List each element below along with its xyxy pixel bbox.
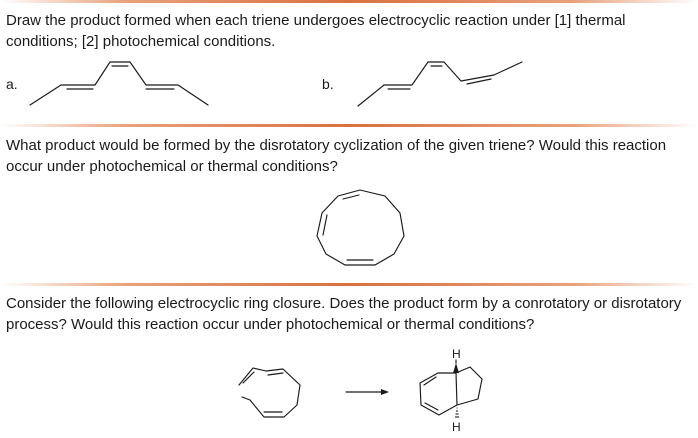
reaction-arrow-head	[381, 389, 389, 395]
hydrogen-label-bottom: H	[452, 420, 461, 434]
question-1-text: Draw the product formed when each triene…	[6, 12, 626, 50]
cyclic-triene-structure	[316, 189, 405, 266]
question-3-text: Consider the following electrocyclic rin…	[6, 295, 682, 333]
question-2-text: What product would be formed by the disr…	[6, 137, 667, 175]
section-divider-top	[0, 0, 698, 3]
part-b-label: b.	[322, 76, 334, 92]
part-a-label: a.	[6, 76, 18, 92]
section-divider-middle	[0, 124, 698, 127]
wedge-bond-top	[453, 363, 459, 373]
section-divider-bottom	[0, 283, 698, 286]
hydrogen-label-top: H	[452, 347, 461, 361]
triene-a-structure	[29, 61, 209, 106]
hash-bond-bottom	[455, 407, 459, 418]
triene-b-structure	[357, 61, 523, 107]
ring-closure-reaction: H H	[238, 347, 483, 434]
